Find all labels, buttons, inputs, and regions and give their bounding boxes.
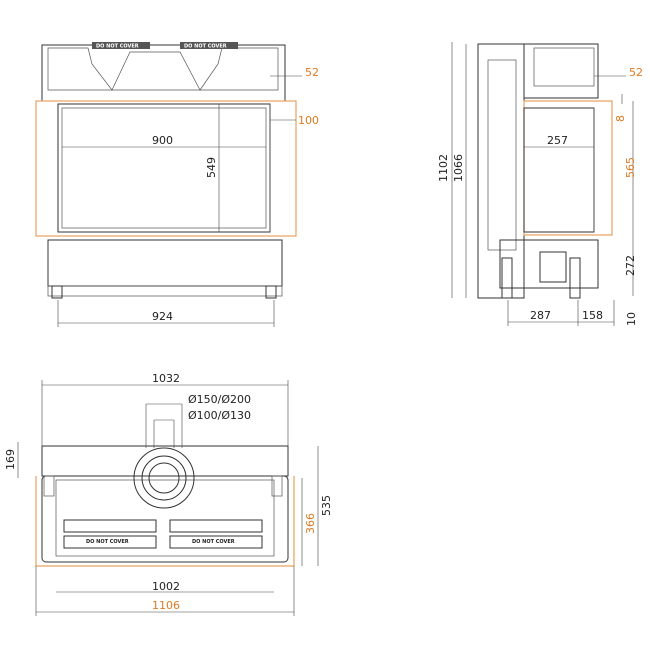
dim-side-depth-opening: 257 [547,134,568,147]
top-vent-right-lower [169,535,263,549]
side-back-body [477,43,525,299]
dim-top-width-total: 1106 [152,599,180,612]
front-hood-right [199,47,279,91]
dim-side-total-height: 1102 [437,154,450,182]
dim-side-depth-front: 158 [582,309,603,322]
side-foot-left [501,257,513,299]
top-post-right [271,475,283,497]
side-base-box [539,251,567,283]
dim-side-depth-body: 287 [530,309,551,322]
front-glass-outline [57,103,271,233]
dim-side-gap: 8 [614,115,627,122]
front-warning-right: DO NOT COVER [184,44,227,50]
dim-side-height-opening: 565 [624,157,637,178]
top-vent-left-lower [63,535,157,549]
front-foot-plate [47,285,283,297]
top-post-left [43,475,55,497]
front-foot-left [51,285,63,299]
dim-side-height-base: 272 [624,255,637,276]
top-rear-body [41,445,289,477]
front-frame-outline [35,100,297,237]
dim-front-height-inner: 549 [205,157,218,178]
side-view: 1102 1066 257 565 272 8 52 287 158 10 [437,42,643,326]
top-warning-right: DO NOT COVER [192,539,235,545]
top-flue-middle [141,455,187,501]
front-hood-center [111,51,201,91]
dim-front-top-offset: 52 [305,66,319,79]
side-frame-outline [523,100,613,236]
top-flue-inner [148,462,180,494]
front-glass-inner [61,107,267,229]
front-base [47,239,283,287]
top-vent-right-upper [169,519,263,533]
front-foot-right [265,285,277,299]
dim-side-body-height: 1066 [452,154,465,182]
side-glass [523,107,595,233]
top-warning-left: DO NOT COVER [86,539,129,545]
dim-side-top-offset: 52 [629,66,643,79]
dim-top-total-depth: 535 [320,495,333,516]
top-frame-outline [35,476,295,567]
dim-front-side-offset: 100 [298,114,319,127]
dim-top-width-inner: 1002 [152,580,180,593]
side-upper-body [478,43,599,99]
side-back-panel [487,59,517,251]
top-vent-left-upper [63,519,157,533]
front-warning-left-plate [92,42,150,49]
front-hood-left [47,47,113,91]
dim-top-width-outer: 1032 [152,372,180,385]
dim-top-rear-depth: 169 [4,449,17,470]
dim-front-width-base: 924 [152,310,173,323]
side-hood [533,47,595,87]
top-inner-body [55,479,275,557]
dim-front-width-inner: 900 [152,134,173,147]
side-foot-right [569,257,581,299]
side-base [499,239,599,289]
front-upper-body [41,44,286,102]
top-main-body [41,475,289,563]
dim-side-foot: 10 [625,312,638,326]
dim-top-front-depth: 366 [304,513,317,534]
front-warning-left: DO NOT COVER [96,44,139,50]
dim-top-flue-outer: Ø150/Ø200 [188,393,251,406]
dim-top-flue-inner: Ø100/Ø130 [188,409,251,422]
front-view: DO NOT COVER DO NOT COVER 900 549 924 52… [35,42,319,327]
front-warning-right-plate [180,42,238,49]
top-view: DO NOT COVER DO NOT COVER 1032 Ø150/Ø200… [4,372,333,616]
top-flue-outer [133,447,195,509]
